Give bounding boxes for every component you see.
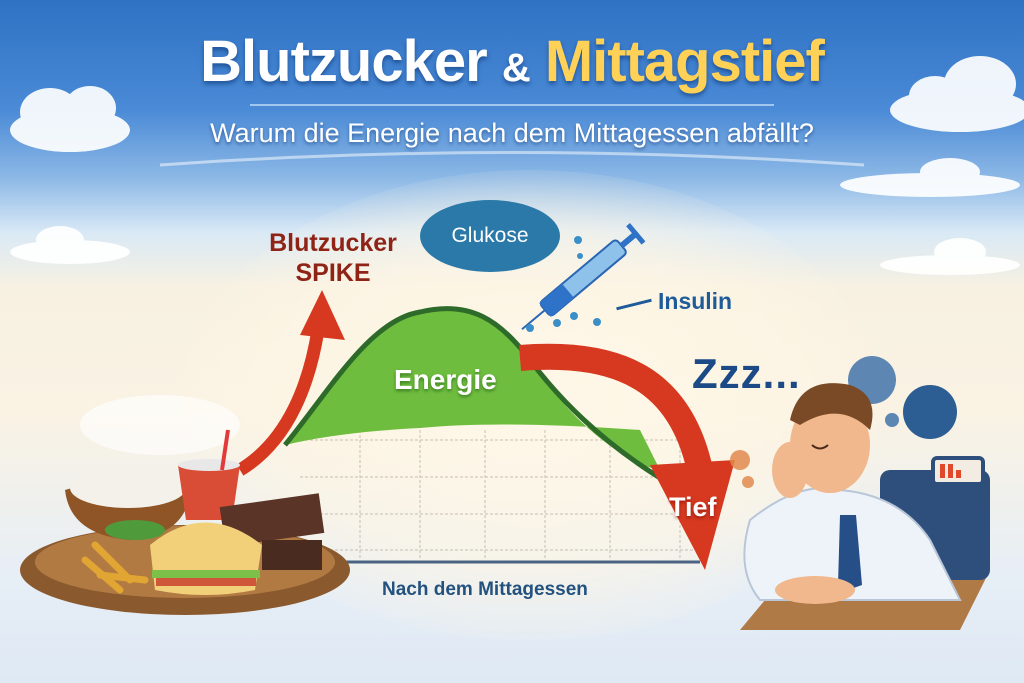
tief-label: Tief: [669, 492, 717, 522]
spike-arrowhead: [300, 290, 345, 340]
title-mittagstief: Mittagstief: [544, 29, 825, 94]
insulin-label: Insulin: [658, 288, 733, 314]
spike-label-line1: Blutzucker: [269, 229, 397, 257]
spike-arrow: [236, 328, 325, 476]
battery-icon: [931, 456, 985, 486]
spike-label-line2: SPIKE: [295, 259, 371, 287]
x-axis-label: Nach dem Mittagessen: [382, 579, 588, 600]
energy-curve: [283, 306, 662, 481]
page-title: Blutzucker & Mittagstief: [0, 28, 1024, 95]
blutzucker-spike-label: Blutzucker SPIKE: [258, 228, 408, 288]
title-divider: [250, 104, 774, 106]
rice: [70, 468, 186, 508]
subtitle: Warum die Energie nach dem Mittagessen a…: [210, 118, 814, 148]
title-ampersand: &: [501, 46, 531, 90]
syringe-icon: [521, 223, 646, 331]
title-blutzucker: Blutzucker: [200, 29, 488, 94]
drink-icon: [178, 465, 240, 520]
glukose-bubble: Glukose: [420, 200, 560, 272]
chocolate-icon: [219, 493, 325, 570]
hand: [772, 442, 808, 498]
fries-icon: [81, 541, 149, 594]
tie: [838, 515, 862, 590]
hair: [790, 383, 873, 430]
drop-arrowhead: [650, 460, 735, 570]
zzz-label: Zzz...: [692, 350, 801, 397]
face: [790, 397, 870, 493]
insulin-drops: [526, 236, 601, 332]
energy-area: [285, 308, 660, 470]
energie-label: Energie: [394, 364, 497, 395]
thought-bubble-face: [903, 385, 957, 439]
drop-arrow: [518, 343, 713, 473]
